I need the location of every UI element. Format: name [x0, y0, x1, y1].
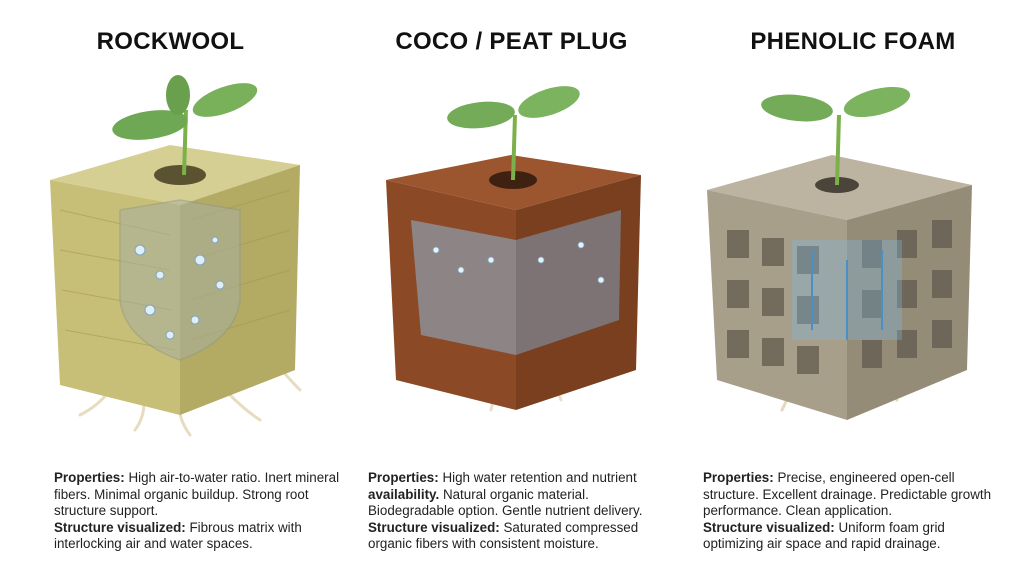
properties-label: Properties:	[368, 470, 439, 485]
coco-peat-panel: COCO / PEAT PLUG Properties: High water …	[341, 0, 682, 572]
properties-text: Precise, engineered open-cell structure.…	[703, 470, 992, 519]
rockwool-cube-illustration	[50, 75, 302, 437]
rockwool-panel: ROCKWOOL	[0, 0, 341, 572]
structure-label: Structure visualized:	[54, 519, 186, 535]
coco-peat-cube-illustration	[386, 86, 641, 412]
coco-peat-description: Properties: High water retention and nut…	[368, 470, 678, 553]
availability-label: availability.	[368, 486, 440, 502]
structure-text: Uniform foam grid optimizing air space a…	[703, 519, 945, 552]
phenolic-foam-cube-illustration	[707, 86, 972, 420]
structure-text: Fibrous matrix with interlocking air and…	[54, 519, 302, 552]
structure-label: Structure visualized:	[703, 519, 835, 535]
water-droplets	[134, 236, 225, 340]
properties-text-2: Natural organic material. Biodegradable …	[368, 486, 643, 519]
phenolic-foam-panel: PHENOLIC FOAM Properties: Precise, engin	[682, 0, 1024, 572]
properties-text: High water retention and nutrient	[442, 470, 637, 485]
properties-label: Properties:	[54, 470, 125, 485]
rockwool-title: ROCKWOOL	[96, 28, 245, 55]
structure-text: Saturated compressed organic fibers with…	[368, 519, 639, 552]
properties-label: Properties:	[703, 470, 774, 485]
phenolic-foam-description: Properties: Precise, engineered open-cel…	[703, 470, 1003, 553]
structure-label: Structure visualized:	[368, 519, 500, 535]
properties-text: High air-to-water ratio. Inert mineral f…	[54, 470, 340, 519]
coco-peat-title: COCO / PEAT PLUG	[395, 28, 628, 55]
phenolic-foam-title: PHENOLIC FOAM	[750, 28, 956, 55]
rockwool-description: Properties: High air-to-water ratio. Ine…	[54, 470, 344, 553]
